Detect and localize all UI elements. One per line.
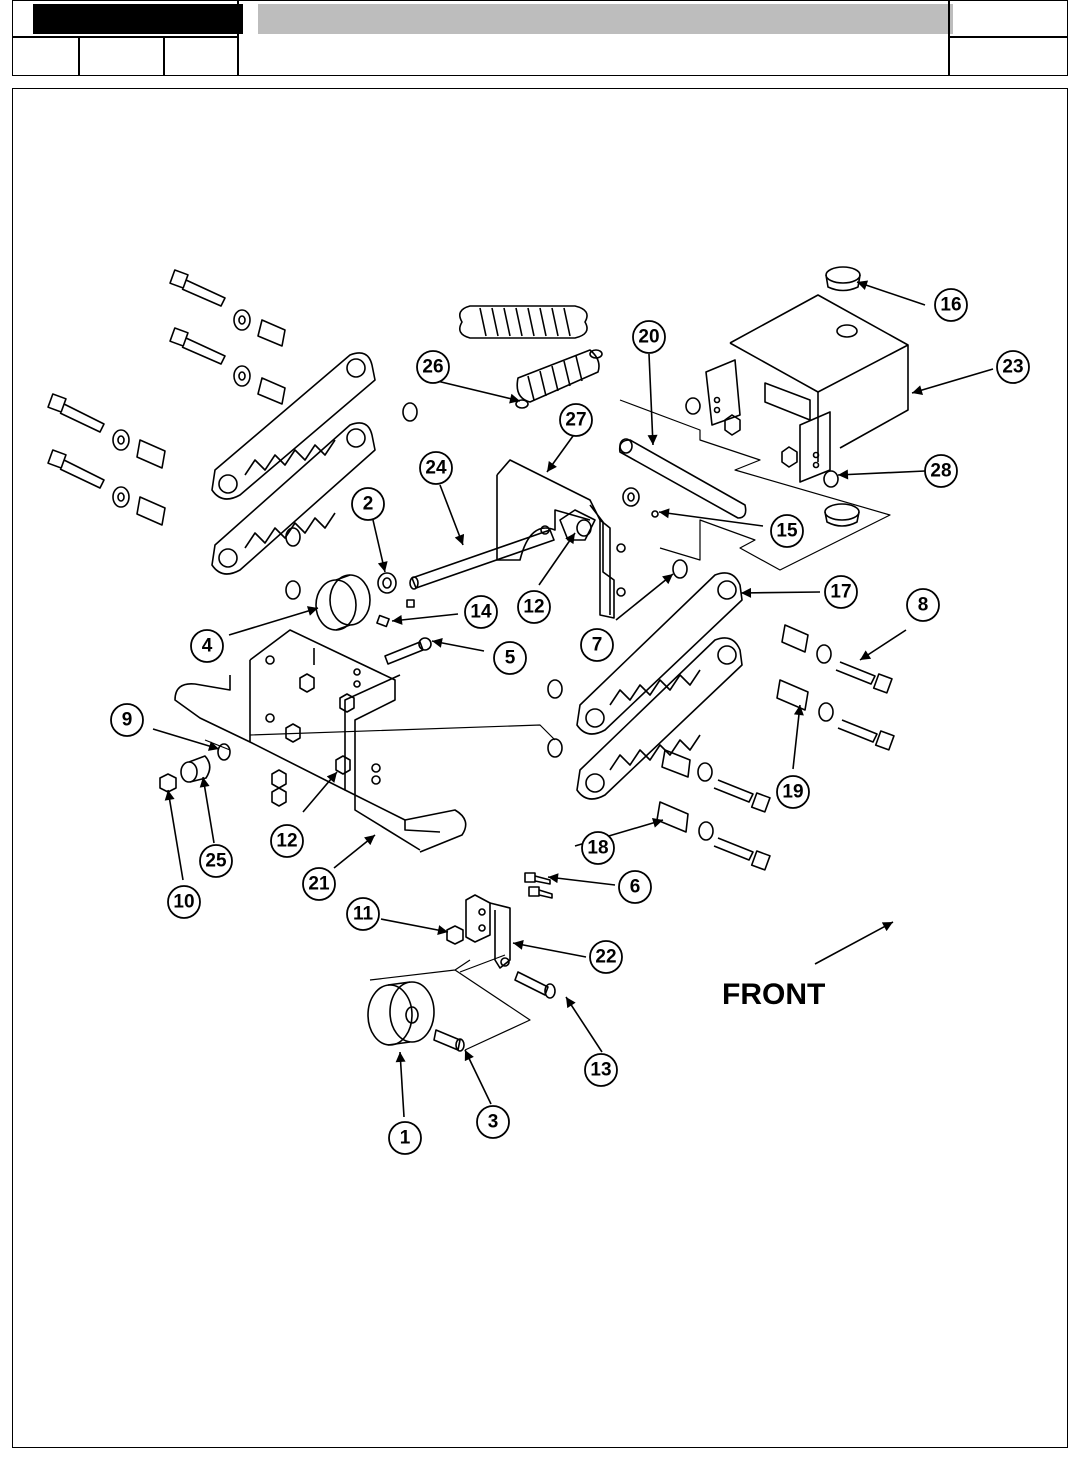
callout-12: 12 — [276, 831, 297, 852]
divider — [78, 36, 80, 76]
link-arm-right — [576, 572, 743, 800]
callout-24: 24 — [425, 458, 447, 479]
callout-9: 9 — [122, 710, 133, 731]
callout-10: 10 — [173, 892, 194, 913]
pin-part — [514, 971, 556, 999]
callout-20: 20 — [638, 327, 659, 348]
callout-7: 7 — [592, 635, 603, 656]
callout-2: 2 — [363, 494, 374, 515]
callout-27: 27 — [565, 410, 586, 431]
drawing-frame — [12, 88, 1068, 1448]
callout-11: 11 — [353, 904, 374, 925]
wheel-part — [367, 981, 435, 1046]
callout-25: 25 — [205, 851, 227, 872]
title-block — [12, 0, 1068, 76]
divider — [948, 0, 950, 76]
bolt-part — [47, 269, 226, 489]
bracket-part — [174, 629, 467, 853]
callout-23: 23 — [1002, 357, 1023, 378]
callout-19: 19 — [782, 782, 803, 803]
bolt-part — [713, 661, 895, 871]
callout-12: 12 — [523, 597, 544, 618]
callout-4: 4 — [202, 636, 213, 657]
divider — [12, 36, 238, 38]
nut-part — [685, 397, 839, 488]
rod-part — [618, 438, 747, 519]
spacer-part — [180, 743, 231, 783]
divider — [237, 0, 239, 76]
callout-17: 17 — [830, 582, 851, 603]
washer-part — [112, 309, 418, 600]
spring-part — [459, 305, 603, 409]
bushing-part — [377, 572, 397, 594]
callout-18: 18 — [587, 838, 608, 859]
callout-14: 14 — [470, 602, 492, 623]
divider — [163, 36, 165, 76]
link-arm-left — [211, 352, 376, 575]
callout-22: 22 — [595, 947, 616, 968]
housing-part — [705, 294, 909, 483]
callout-21: 21 — [308, 874, 330, 895]
callout-8: 8 — [918, 595, 929, 616]
callout-16: 16 — [940, 295, 961, 316]
callout-28: 28 — [930, 461, 951, 482]
callout-1: 1 — [400, 1128, 411, 1149]
callout-3: 3 — [488, 1112, 499, 1133]
title-gray-bar — [258, 4, 953, 34]
screw-part — [376, 599, 432, 665]
knob-part — [315, 574, 371, 631]
front-label: FRONT — [722, 978, 825, 1011]
callout-5: 5 — [505, 648, 516, 669]
hinge-part — [446, 894, 511, 969]
axle-part — [433, 1029, 465, 1052]
spacer-part — [136, 319, 286, 526]
washer-part — [547, 487, 688, 758]
divider — [948, 36, 1068, 38]
callout-15: 15 — [776, 521, 798, 542]
spacer-part — [656, 624, 834, 841]
nut-part — [159, 673, 355, 807]
pivot-block-part — [496, 459, 626, 619]
screw-part — [524, 872, 553, 899]
callout-26: 26 — [422, 357, 443, 378]
callout-13: 13 — [590, 1060, 611, 1081]
callout-6: 6 — [630, 877, 641, 898]
shaft-part — [409, 529, 555, 590]
title-black-bar — [33, 4, 243, 34]
